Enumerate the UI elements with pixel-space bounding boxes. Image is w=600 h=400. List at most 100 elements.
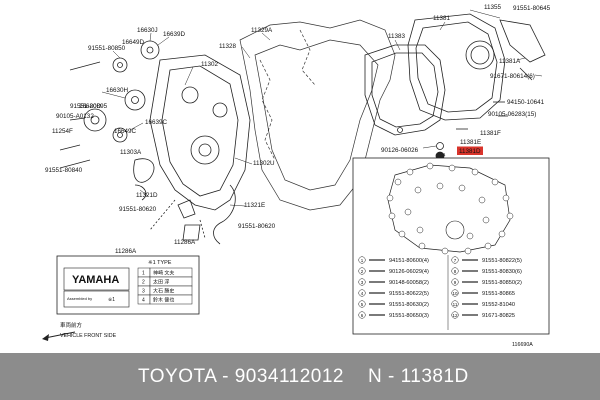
footer-separator-2: - bbox=[382, 366, 401, 387]
bolt-marker bbox=[416, 226, 424, 234]
engine-block-outline bbox=[239, 19, 396, 211]
callout-label: 91551-80840 bbox=[45, 167, 83, 174]
bolt-marker bbox=[406, 168, 414, 176]
bolt-marker bbox=[478, 196, 486, 204]
callout-label: 11254F bbox=[52, 128, 73, 135]
callout-label: 91551-80850 bbox=[88, 45, 126, 52]
callout-label: 91551-80620 bbox=[238, 223, 276, 230]
legend-num-badge bbox=[358, 311, 366, 319]
callout-label: 91671-80614(6) bbox=[490, 73, 535, 80]
footer-bar: TOYOTA - 9034112012 N - 11381D bbox=[0, 353, 600, 400]
bolt-marker bbox=[398, 230, 406, 238]
legend-part: 91551-80822(5) bbox=[482, 258, 522, 264]
table-name: 神崎 文夫 bbox=[153, 270, 174, 277]
legend-num-badge bbox=[451, 300, 459, 308]
bolt-marker bbox=[414, 186, 422, 194]
bolt-marker bbox=[441, 247, 449, 255]
legend-part: 91551-80865 bbox=[482, 291, 515, 297]
legend-part: 91551-80850(2) bbox=[482, 280, 522, 286]
legend-part: 91551-80650(3) bbox=[389, 313, 429, 319]
bolt-marker bbox=[466, 232, 474, 240]
ref-code: 11381D bbox=[400, 366, 469, 387]
legend-num-badge bbox=[358, 289, 366, 297]
legend-num-badge bbox=[451, 278, 459, 286]
diagram-code: 116690A bbox=[512, 342, 533, 348]
callout-label: 90105-06283(15) bbox=[488, 111, 536, 118]
callout-label: 11302 bbox=[201, 61, 219, 68]
legend-num: 11 bbox=[453, 302, 458, 307]
bolt-marker bbox=[386, 194, 394, 202]
highlighted-callout: 11381D bbox=[459, 148, 481, 155]
callout-label: 90105-A0132 bbox=[56, 113, 94, 120]
callout-label: 94150-10641 bbox=[507, 99, 545, 106]
callout-label: 11321E bbox=[244, 202, 265, 209]
callout-label: 16649C bbox=[114, 128, 137, 135]
callout-label: 11381A bbox=[499, 58, 521, 65]
callout-label: 11303A bbox=[120, 149, 142, 156]
legend-part: 94151-80600(4) bbox=[389, 258, 429, 264]
table-name: 太田 浮 bbox=[153, 279, 169, 286]
assembled-by-text: Assembled by bbox=[67, 296, 92, 301]
bolt-marker bbox=[448, 164, 456, 172]
legend-num-badge bbox=[451, 289, 459, 297]
bolt-marker bbox=[471, 168, 479, 176]
legend-num-badge bbox=[451, 256, 459, 264]
bolt-marker bbox=[404, 208, 412, 216]
legend-num: 4 bbox=[361, 291, 364, 296]
highlight-box bbox=[457, 146, 483, 155]
table-num: 4 bbox=[142, 298, 145, 304]
bolt-marker bbox=[388, 212, 396, 220]
bolt-marker bbox=[418, 242, 426, 250]
callout-label: 91551-80895 bbox=[70, 103, 108, 110]
legend-num-badge bbox=[358, 300, 366, 308]
callout-label: 16620D bbox=[79, 103, 102, 110]
brand-text: TOYOTA bbox=[138, 366, 217, 387]
legend-num: 9 bbox=[454, 280, 457, 285]
table-num: 1 bbox=[142, 271, 145, 277]
callout-label: 11286A bbox=[174, 239, 196, 246]
bolt-marker bbox=[394, 178, 402, 186]
callout-label: 90126-06026 bbox=[381, 147, 419, 154]
legend-num-badge bbox=[451, 311, 459, 319]
bolt-marker bbox=[502, 194, 510, 202]
footer-separator: - bbox=[216, 366, 235, 387]
legend-part: 90126-06029(4) bbox=[389, 269, 429, 275]
legend-part: 90148-60058(2) bbox=[389, 280, 429, 286]
callout-label: 11381 bbox=[433, 15, 451, 22]
label-box-ref: ※1 bbox=[108, 297, 115, 303]
legend-num: 3 bbox=[361, 280, 364, 285]
callout-label: 11328 bbox=[219, 43, 237, 50]
type-note: ※1 TYPE bbox=[148, 259, 172, 266]
legend-num: 10 bbox=[452, 291, 458, 296]
table-cell bbox=[149, 294, 193, 305]
bolt-marker bbox=[482, 216, 490, 224]
cover-plate-assembly bbox=[364, 13, 546, 161]
callout-label: 11355 bbox=[484, 4, 502, 11]
callout-label: 91551-80645 bbox=[513, 5, 551, 12]
callout-labels: 16630J16639D91551-8085016649D11302113281… bbox=[45, 4, 551, 255]
timing-cover-assembly bbox=[59, 40, 251, 245]
legend-num-badge bbox=[358, 256, 366, 264]
legend-num-badge bbox=[451, 267, 459, 275]
vehicle-front-indicator: 車両前方 VEHICLE FRONT SIDE bbox=[42, 321, 117, 341]
callout-label: 16639D bbox=[163, 31, 186, 38]
ref-prefix: N bbox=[368, 366, 383, 387]
legend-part: 91551-80622(5) bbox=[389, 291, 429, 297]
callout-label: 11302U bbox=[253, 160, 275, 167]
bolt-marker bbox=[436, 182, 444, 190]
bolt-marker bbox=[458, 184, 466, 192]
callout-label: 11381F bbox=[480, 130, 501, 137]
table-num: 2 bbox=[142, 280, 145, 286]
legend-num: 8 bbox=[454, 269, 457, 274]
legend-num-badge bbox=[358, 278, 366, 286]
callout-label: 11381E bbox=[460, 139, 481, 146]
legend-num: 2 bbox=[361, 269, 364, 274]
bolt-marker bbox=[491, 178, 499, 186]
callout-label: 16630J bbox=[137, 27, 158, 34]
legend-part: 91551-80630(2) bbox=[389, 302, 429, 308]
part-number: 9034112012 bbox=[234, 366, 344, 387]
callout-label: 16639C bbox=[145, 119, 168, 126]
